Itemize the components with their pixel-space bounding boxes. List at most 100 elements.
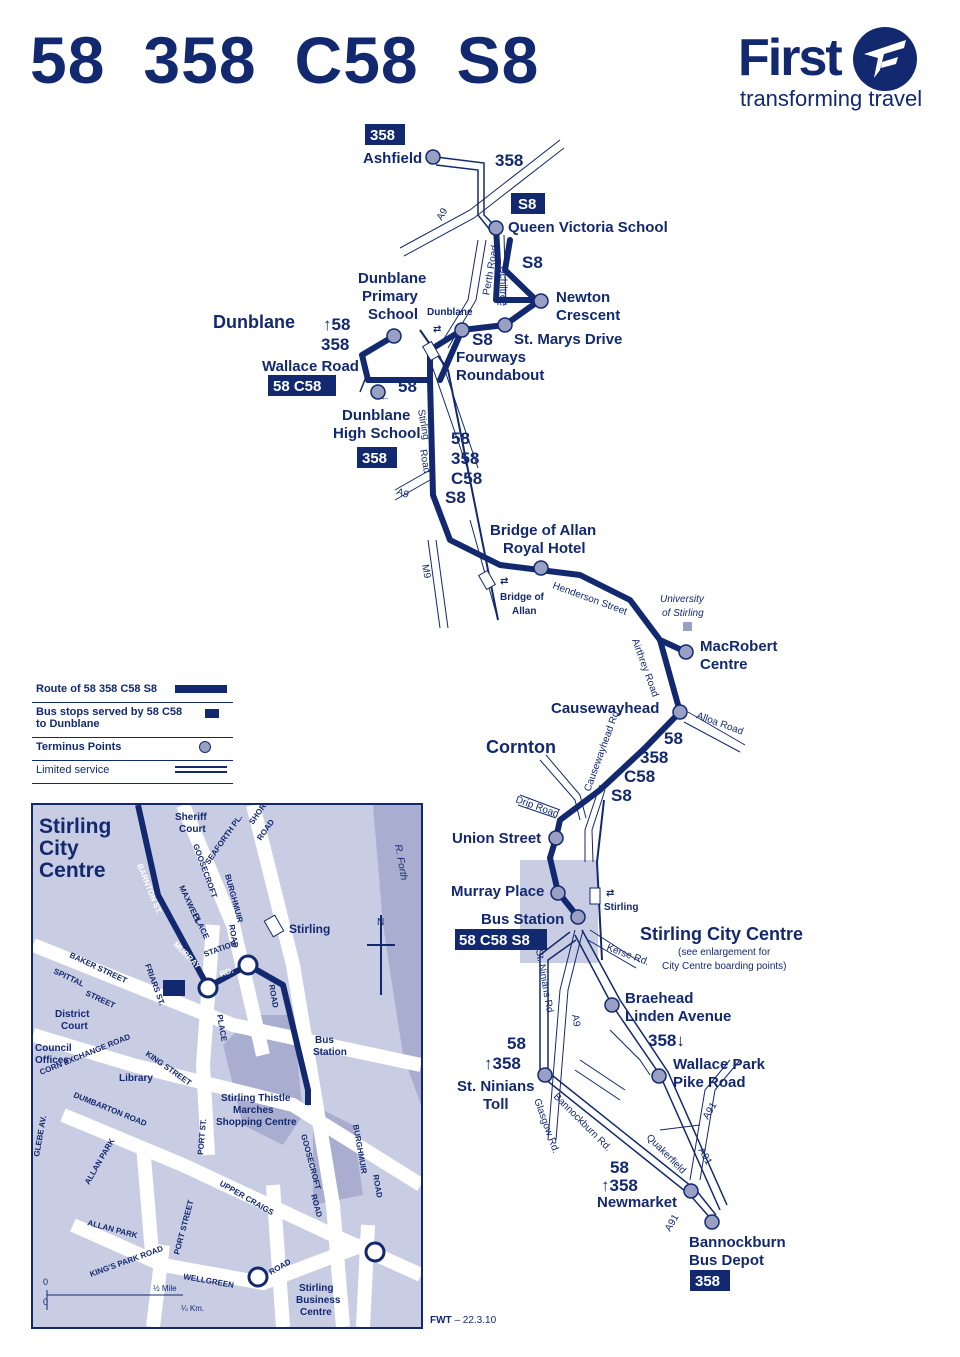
stop-dunblane-primary[interactable] — [386, 328, 402, 344]
inset-st-burghmuir-road: ROAD — [371, 1174, 384, 1199]
stop-st-marys[interactable] — [497, 317, 513, 333]
label-boa-1: Bridge of Allan — [490, 522, 596, 539]
legend-terminus: Terminus Points — [32, 738, 233, 761]
inset-stop-station[interactable] — [237, 954, 259, 976]
stop-queen-victoria[interactable] — [488, 220, 504, 236]
inset-st-port: PORT ST. — [196, 1119, 208, 1156]
label-primary-3: School — [368, 306, 418, 323]
inset-st-allan-1: ALLAN PARK — [83, 1137, 117, 1186]
stop-newton-crescent[interactable] — [533, 293, 549, 309]
stop-causewayhead[interactable] — [672, 704, 688, 720]
label-newmarket: Newmarket — [597, 1194, 677, 1211]
nm-358: ↑358 — [601, 1176, 638, 1195]
river-forth — [373, 805, 421, 1105]
rail-bridge-icon: ⇄ — [500, 576, 508, 587]
see-enlargement-1: (see enlargement for — [678, 947, 771, 958]
place-stirling-city-centre: Stirling City Centre — [640, 924, 803, 944]
inset-title-1: Stirling — [39, 815, 111, 838]
inset-council-2: Offices — [35, 1055, 69, 1066]
place-dunblane: Dunblane — [213, 312, 295, 332]
road-a9-south: A9 — [569, 1014, 582, 1028]
university-2: of Stirling — [662, 608, 704, 619]
road-a9-north: A9 — [435, 206, 451, 222]
route-58: 58 — [30, 23, 106, 97]
stop-union-street[interactable] — [548, 830, 564, 846]
stop-wallace-park[interactable] — [651, 1068, 667, 1084]
stop-fourways[interactable] — [454, 322, 470, 338]
inset-st-street: STREET — [84, 989, 117, 1011]
inset-stop-roundabout — [364, 1241, 386, 1263]
inset-sheriff-2: Court — [179, 824, 206, 835]
inset-stop-murray[interactable] — [197, 977, 219, 999]
inset-district-1: District — [55, 1009, 90, 1020]
svg-text:0: 0 — [43, 1297, 48, 1307]
rail-bridge-2: Allan — [512, 606, 536, 617]
stop-bridge-of-allan[interactable] — [533, 560, 549, 576]
road-causewayhead: Causewayhead Rd. — [582, 707, 622, 793]
label-high-2: High School — [333, 425, 421, 442]
label-wallace-park-2: Pike Road — [673, 1074, 746, 1091]
stop-newmarket[interactable] — [683, 1183, 699, 1199]
legend-route: Route of 58 358 C58 S8 — [32, 680, 233, 703]
label-braehead-1: Braehead — [625, 990, 693, 1007]
route-box-s8: S8 — [511, 193, 545, 214]
inset-business-2: Business — [296, 1295, 341, 1306]
inset-st-glebe: GLEBE AV. — [33, 1115, 48, 1157]
svg-text:0: 0 — [43, 1277, 48, 1287]
road-a91-1: A91 — [701, 1100, 720, 1121]
label-wallace-park-1: Wallace Park — [673, 1056, 766, 1073]
route-label-s8-st: S8 — [472, 330, 493, 349]
inset-st-rd: RD. — [219, 966, 235, 979]
label-st-ninians-1: St. Ninians — [457, 1078, 535, 1095]
inset-bus-stop-marker — [163, 980, 185, 996]
stop-murray-place[interactable] — [550, 885, 566, 901]
route-box-358-top: 358 — [365, 124, 405, 145]
stop-bannockburn[interactable] — [704, 1214, 720, 1230]
sn-358: ↑358 — [484, 1054, 521, 1073]
inset-streets — [33, 805, 421, 1327]
inset-stop-wellgreen — [247, 1266, 269, 1288]
rail-stirling: Stirling — [604, 902, 638, 913]
label-causewayhead: Causewayhead — [551, 700, 659, 717]
footer-date: – 22.3.10 — [454, 1315, 497, 1326]
stop-st-ninians[interactable] — [537, 1067, 553, 1083]
map-legend: Route of 58 358 C58 S8 Bus stops served … — [32, 680, 233, 784]
label-fourways-1: Fourways — [456, 349, 526, 366]
inset-bus-station-2: Station — [313, 1047, 347, 1058]
label-murray-place: Murray Place — [451, 883, 544, 900]
minor-roads — [394, 139, 746, 1181]
road-m9: M9 — [419, 564, 432, 580]
label-wallace-road: Wallace Road — [262, 358, 359, 375]
stop-braehead[interactable] — [604, 997, 620, 1013]
inset-bus-station-1: Bus — [315, 1035, 334, 1046]
route-c58: C58 — [294, 23, 419, 97]
cw-c58: C58 — [624, 767, 655, 786]
inset-stops — [197, 954, 386, 1288]
label-bannockburn-1: Bannockburn — [689, 1234, 786, 1251]
inset-business-1: Stirling — [299, 1283, 333, 1294]
inset-sheriff-1: Sheriff — [175, 812, 207, 823]
brand-tagline: transforming travel — [740, 86, 923, 111]
see-enlargement-2: City Centre boarding points) — [662, 961, 787, 972]
label-fourways-2: Roundabout — [456, 367, 544, 384]
svg-text:358: 358 — [695, 1273, 720, 1290]
mid-c58: C58 — [451, 469, 482, 488]
route-box-bus-station: 58 C58 S8 — [455, 929, 547, 950]
stop-dunblane-high[interactable] — [370, 384, 386, 400]
inset-st-port-street: PORT STREET — [172, 1199, 195, 1256]
label-newton-2: Crescent — [556, 307, 620, 324]
label-bannockburn-2: Bus Depot — [689, 1252, 764, 1269]
stop-ashfield[interactable] — [425, 149, 441, 165]
svg-text:358: 358 — [362, 450, 387, 467]
inset-st-seaforth: SEAFORTH PL. — [203, 813, 244, 866]
first-f-icon — [853, 27, 917, 91]
road-ochiltree: Ochiltree — [497, 266, 508, 306]
label-bus-station: Bus Station — [481, 911, 564, 928]
cw-358: 358 — [640, 748, 668, 767]
mid-s8: S8 — [445, 488, 466, 507]
stop-bus-station[interactable] — [570, 909, 586, 925]
label-macrobert-1: MacRobert — [700, 638, 778, 655]
thistle-area — [223, 1015, 303, 1145]
stop-macrobert[interactable] — [678, 644, 694, 660]
